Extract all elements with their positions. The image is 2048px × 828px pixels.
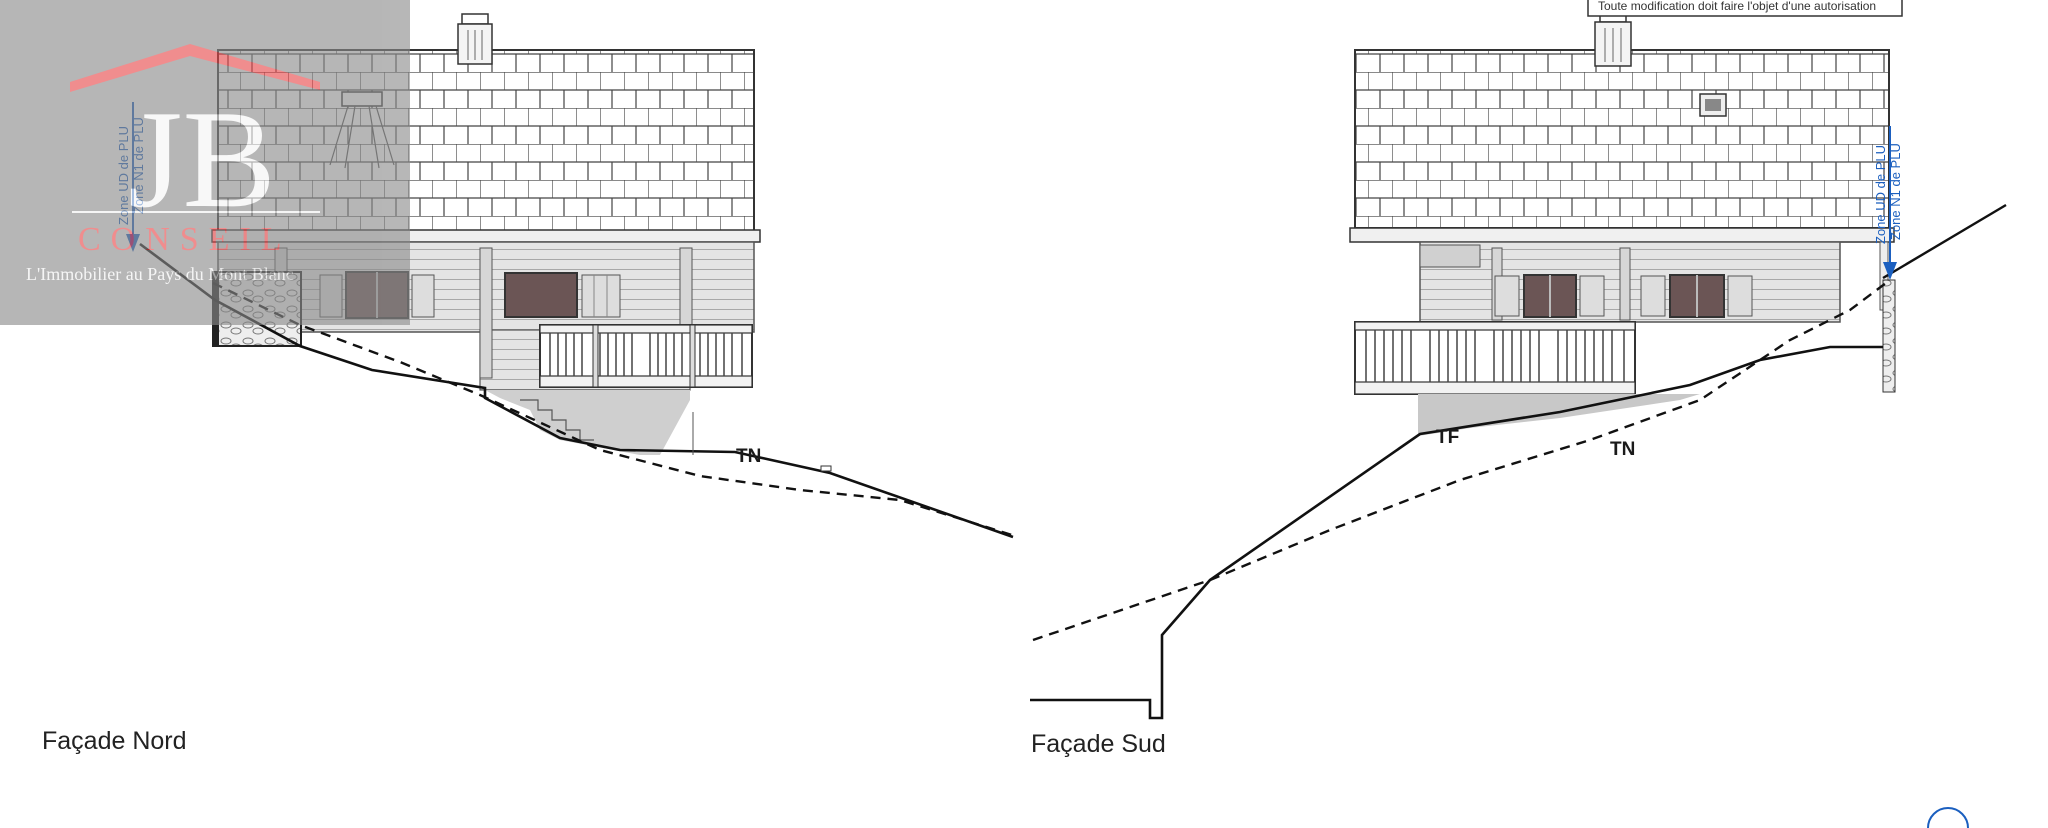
- north-window-right: [504, 272, 621, 318]
- corner-mark-icon: [1927, 807, 1969, 828]
- authorization-note-text: Toute modification doit faire l'objet d'…: [1598, 0, 1876, 13]
- south-balcony: [1354, 321, 1636, 395]
- south-roof: [1354, 49, 1890, 229]
- south-zone-marker: Zone UD de PLU Zone N1 de PLU: [1873, 126, 1903, 280]
- south-base-shade: [1418, 394, 1700, 436]
- north-beam-mid: [479, 247, 493, 379]
- north-balcony: [539, 324, 753, 388]
- south-tn-label: TN: [1610, 439, 1635, 460]
- caption-facade-south: Façade Sud: [1031, 730, 1166, 758]
- south-ground-line-right: [1882, 203, 2007, 280]
- north-beam-right: [679, 247, 693, 329]
- south-chimney: [1594, 11, 1632, 67]
- logo-roof-icon: [70, 44, 320, 92]
- north-stair-shade: [485, 390, 690, 455]
- south-zone-n1-label: Zone N1 de PLU: [1888, 143, 1903, 240]
- logo-tagline: L'Immobilier au Pays du Mont Blanc: [26, 264, 294, 284]
- south-upper-beam: [1419, 244, 1481, 268]
- authorization-note: Toute modification doit faire l'objet d'…: [1587, 0, 1903, 17]
- south-finished-ground: [1030, 345, 1883, 720]
- south-beam-mid: [1619, 247, 1631, 321]
- south-window-right: [1640, 274, 1753, 318]
- logo-watermark: JB CONSEIL L'Immobilier au Pays du Mont …: [0, 0, 410, 325]
- caption-facade-north: Façade Nord: [42, 727, 187, 755]
- south-window-left: [1494, 274, 1605, 318]
- north-chimney: [457, 13, 493, 65]
- north-tn-label: TN: [736, 446, 761, 467]
- logo-initials: JB: [128, 82, 276, 237]
- north-stairs: [520, 399, 594, 441]
- south-zone-arrow-icon: [1883, 262, 1897, 280]
- south-stone-post: [1882, 279, 1896, 393]
- south-natural-ground: [1032, 279, 1891, 642]
- facade-south: TF TN: [1030, 11, 2007, 720]
- south-roof-edge: [1349, 227, 1895, 243]
- logo-name: CONSEIL: [78, 221, 292, 258]
- south-tf-label: TF: [1436, 427, 1459, 448]
- south-zone-ud-label: Zone UD de PLU: [1873, 145, 1888, 244]
